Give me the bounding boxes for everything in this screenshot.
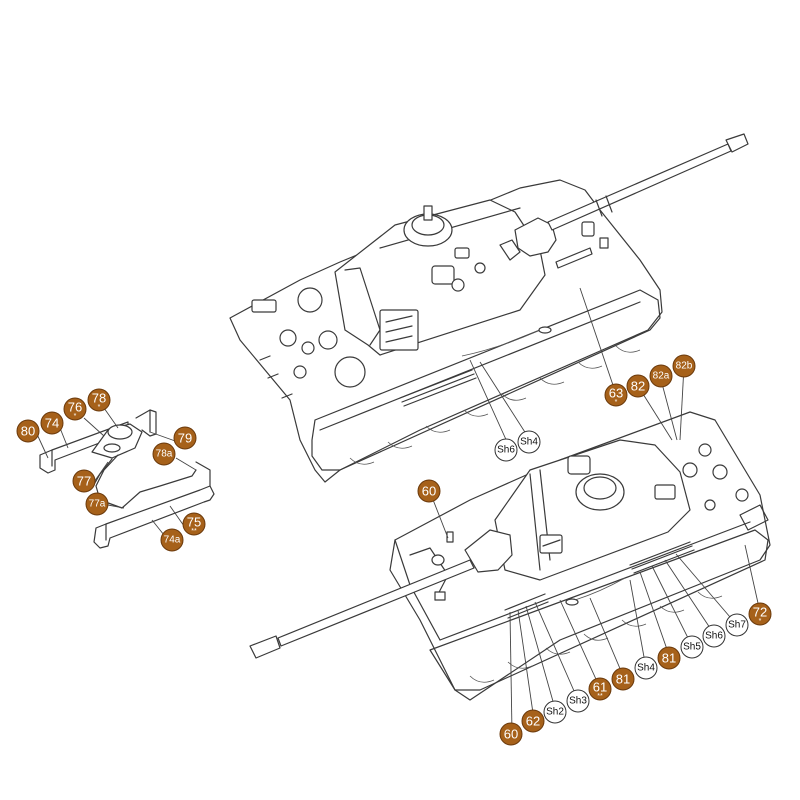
callout-circle <box>87 388 111 412</box>
callout-circle <box>182 512 206 536</box>
callout-circle <box>672 354 696 378</box>
callout-label: 72 <box>753 605 767 620</box>
callout-label: 63 <box>609 386 623 401</box>
shade-callout-sh6: Sh6 <box>702 624 726 648</box>
paint-callout-77: 77 <box>72 469 96 493</box>
paint-callout-78a: 78a <box>152 442 176 466</box>
callout-mark: * <box>615 399 618 406</box>
paint-callout-80: 80 <box>16 419 40 443</box>
callout-circle <box>160 528 184 552</box>
callout-circle <box>72 469 96 493</box>
callout-label: 81 <box>662 651 676 666</box>
callout-label: 82b <box>676 361 693 372</box>
paint-callout-77a: 77a <box>85 492 109 516</box>
callout-label: 78 <box>92 391 106 406</box>
paint-callout-76: 76* <box>63 397 87 421</box>
paint-callout-78: 78* <box>87 388 111 412</box>
callout-mark: * <box>759 618 762 625</box>
shade-callout-sh3: Sh3 <box>566 689 590 713</box>
callout-circle <box>566 689 590 713</box>
callout-label: Sh4 <box>637 663 655 674</box>
paint-callout-72: 72* <box>748 602 772 626</box>
callout-circle <box>680 635 704 659</box>
callout-circle <box>499 722 523 746</box>
callout-mark: ** <box>597 693 603 700</box>
callout-circle <box>702 624 726 648</box>
callout-label: Sh6 <box>497 445 515 456</box>
callout-label: 79 <box>178 431 192 446</box>
callout-label: Sh2 <box>546 707 564 718</box>
paint-callout-81: 81 <box>611 667 635 691</box>
callout-circle <box>16 419 40 443</box>
callout-label: Sh5 <box>683 642 701 653</box>
callout-mark: ** <box>191 528 197 535</box>
paint-callout-81: 81 <box>657 646 681 670</box>
callout-label: 62 <box>526 714 540 729</box>
callout-label: 82 <box>631 379 645 394</box>
callout-circle <box>417 479 441 503</box>
callout-label: 80 <box>21 424 35 439</box>
paint-callout-82: 82 <box>626 374 650 398</box>
paint-callout-63: 63* <box>604 383 628 407</box>
paint-callout-82a: 82a <box>649 364 673 388</box>
shade-callout-sh5: Sh5 <box>680 635 704 659</box>
tank-bottom-drawing <box>249 411 771 701</box>
shade-callout-sh4: Sh4 <box>517 430 541 454</box>
callout-label: Sh7 <box>728 620 746 631</box>
shade-callout-sh7: Sh7 <box>725 613 749 637</box>
callout-circle <box>85 492 109 516</box>
paint-callout-62: 62 <box>521 709 545 733</box>
callout-circle <box>173 426 197 450</box>
callout-label: 77a <box>89 499 106 510</box>
callout-circle <box>725 613 749 637</box>
callout-mark: * <box>98 404 101 411</box>
callout-label: 74a <box>164 535 181 546</box>
paint-callout-74a: 74a <box>160 528 184 552</box>
paint-callout-82b: 82b <box>672 354 696 378</box>
callout-circle <box>588 677 612 701</box>
callout-circle <box>63 397 87 421</box>
shade-callout-sh6: Sh6 <box>494 438 518 462</box>
callout-label: Sh4 <box>520 437 538 448</box>
paint-callout-61: 61** <box>588 677 612 701</box>
callout-label: 75 <box>187 515 201 530</box>
callout-label: Sh3 <box>569 696 587 707</box>
callout-circle <box>634 656 658 680</box>
callout-circle <box>649 364 673 388</box>
callout-label: 61 <box>593 680 607 695</box>
callout-circle <box>521 709 545 733</box>
callout-label: Sh6 <box>705 631 723 642</box>
shade-callout-sh4: Sh4 <box>634 656 658 680</box>
callout-label: 82a <box>653 371 670 382</box>
callout-label: 77 <box>77 474 91 489</box>
callout-circle <box>152 442 176 466</box>
paint-callout-79: 79 <box>173 426 197 450</box>
callout-circle <box>543 700 567 724</box>
callout-circle <box>40 411 64 435</box>
callout-mark: * <box>74 413 77 420</box>
callout-label: 78a <box>156 449 173 460</box>
callout-circle <box>657 646 681 670</box>
callout-circle <box>748 602 772 626</box>
callout-circle <box>604 383 628 407</box>
callout-circle <box>517 430 541 454</box>
callout-circle <box>611 667 635 691</box>
callout-label: 60 <box>422 484 436 499</box>
callout-label: 81 <box>616 672 630 687</box>
paint-callout-74: 74 <box>40 411 64 435</box>
shade-callout-sh2: Sh2 <box>543 700 567 724</box>
tank-top-drawing <box>229 133 749 483</box>
callout-circle <box>626 374 650 398</box>
callout-label: 74 <box>45 416 59 431</box>
callout-label: 76 <box>68 400 82 415</box>
callout-circle <box>494 438 518 462</box>
paint-callout-60: 60 <box>499 722 523 746</box>
callout-label: 60 <box>504 727 518 742</box>
paint-callout-75: 75** <box>182 512 206 536</box>
paint-callout-60: 60 <box>417 479 441 503</box>
